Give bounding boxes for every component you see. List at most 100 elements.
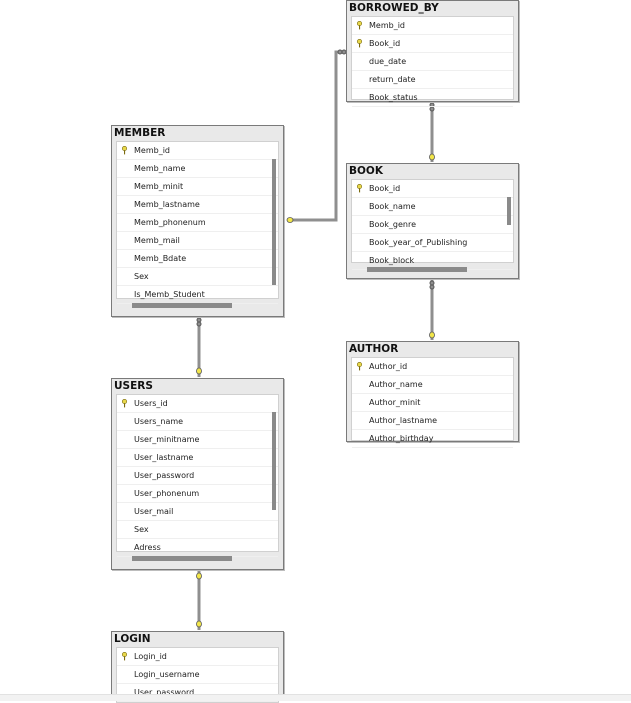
column-name: Users_name	[134, 417, 184, 426]
column-name: Login_id	[134, 652, 167, 661]
column-name: Memb_mail	[134, 236, 180, 245]
column-name: Memb_name	[134, 164, 186, 173]
horizontal-scrollbar[interactable]	[132, 556, 232, 561]
column-name: User_password	[134, 688, 195, 697]
column-row[interactable]: User_lastname	[117, 449, 278, 467]
horizontal-scrollbar[interactable]	[132, 303, 232, 308]
column-row[interactable]: User_phonenum	[117, 485, 278, 503]
column-row[interactable]: return_date	[352, 71, 513, 89]
column-row[interactable]: Memb_id	[352, 17, 513, 35]
column-name: Memb_id	[134, 146, 170, 155]
bottom-strip	[0, 694, 631, 701]
primary-key-icon	[357, 362, 362, 371]
column-row[interactable]: User_mail	[117, 503, 278, 521]
column-row[interactable]: Author_id	[352, 358, 513, 376]
relationship-member-users[interactable]	[196, 316, 202, 377]
column-name: Author_minit	[369, 398, 421, 407]
column-name: Book_genre	[369, 220, 417, 229]
vertical-scrollbar[interactable]	[272, 412, 276, 510]
column-name: Sex	[134, 272, 149, 281]
vertical-scrollbar[interactable]	[272, 159, 276, 285]
column-row[interactable]: Users_name	[117, 413, 278, 431]
relationship-endpoint-key-icon	[429, 153, 435, 161]
column-name: User_minitname	[134, 435, 200, 444]
column-row[interactable]: Book_name	[352, 198, 513, 216]
column-row[interactable]: Sex	[117, 521, 278, 539]
column-row[interactable]: Login_username	[117, 666, 278, 684]
table-title[interactable]: BORROWED_BY	[349, 2, 439, 14]
horizontal-scrollbar[interactable]	[367, 267, 467, 272]
relationship-endpoint-infinity-icon	[196, 321, 202, 327]
column-name: Login_username	[134, 670, 200, 679]
column-row[interactable]: Adress	[117, 539, 278, 557]
table-title[interactable]: AUTHOR	[349, 343, 399, 355]
relationship-users-login[interactable]	[196, 569, 202, 630]
primary-key-icon	[122, 652, 127, 661]
relationship-book-author[interactable]	[429, 278, 435, 340]
column-name: Memb_Bdate	[134, 254, 187, 263]
column-name: Book_year_of_Publishing	[369, 238, 468, 247]
column-row[interactable]: Memb_lastname	[117, 196, 278, 214]
column-row[interactable]: Memb_phonenum	[117, 214, 278, 232]
column-row[interactable]: User_password	[117, 467, 278, 485]
column-row[interactable]: Login_id	[117, 648, 278, 666]
column-row[interactable]: Author_minit	[352, 394, 513, 412]
column-row[interactable]: Memb_Bdate	[117, 250, 278, 268]
column-row[interactable]: Memb_id	[117, 142, 278, 160]
column-name: Book_id	[369, 184, 401, 193]
relationship-endpoint-infinity-icon	[429, 284, 435, 290]
column-row[interactable]: Book_id	[352, 180, 513, 198]
primary-key-icon	[357, 39, 362, 48]
table-title[interactable]: BOOK	[349, 165, 383, 177]
relationship-borrowed-by-member[interactable]	[286, 49, 347, 223]
column-name: Book_block	[369, 256, 415, 265]
column-row[interactable]: Users_id	[117, 395, 278, 413]
primary-key-icon	[122, 399, 127, 408]
column-row[interactable]: Memb_minit	[117, 178, 278, 196]
relationship-endpoint-key-icon	[286, 217, 294, 223]
column-name: Author_name	[369, 380, 423, 389]
relationship-endpoint-key-icon	[196, 572, 202, 580]
column-row[interactable]: Author_lastname	[352, 412, 513, 430]
column-row[interactable]: Author_birthday	[352, 430, 513, 448]
column-row[interactable]: Sex	[117, 268, 278, 286]
column-name: Memb_minit	[134, 182, 184, 191]
table-title[interactable]: USERS	[114, 380, 153, 392]
column-name: Memb_phonenum	[134, 218, 206, 227]
primary-key-icon	[357, 21, 362, 30]
relationship-endpoint-infinity-icon	[429, 106, 435, 112]
column-row[interactable]: due_date	[352, 53, 513, 71]
column-row[interactable]: Book_year_of_Publishing	[352, 234, 513, 252]
column-row[interactable]: Memb_mail	[117, 232, 278, 250]
primary-key-icon	[357, 184, 362, 193]
column-row[interactable]: Book_genre	[352, 216, 513, 234]
table-title[interactable]: MEMBER	[114, 127, 166, 139]
column-row[interactable]: Book_id	[352, 35, 513, 53]
column-name: Book_status	[369, 93, 418, 102]
vertical-scrollbar[interactable]	[507, 197, 511, 225]
column-row[interactable]: Memb_name	[117, 160, 278, 178]
relationship-borrowed-by-book[interactable]	[429, 101, 435, 162]
column-name: Memb_lastname	[134, 200, 200, 209]
column-row[interactable]: User_minitname	[117, 431, 278, 449]
column-name: User_phonenum	[134, 489, 200, 498]
column-name: Author_lastname	[369, 416, 438, 425]
relationship-endpoint-key-icon	[196, 620, 202, 628]
column-name: Is_Memb_Student	[134, 290, 205, 299]
column-row[interactable]: Is_Memb_Student	[117, 286, 278, 304]
relationship-endpoint-key-icon	[429, 331, 435, 339]
column-row[interactable]: Book_status	[352, 89, 513, 107]
column-name: Author_birthday	[369, 434, 434, 443]
table-title[interactable]: LOGIN	[114, 633, 151, 645]
column-row[interactable]: Author_name	[352, 376, 513, 394]
